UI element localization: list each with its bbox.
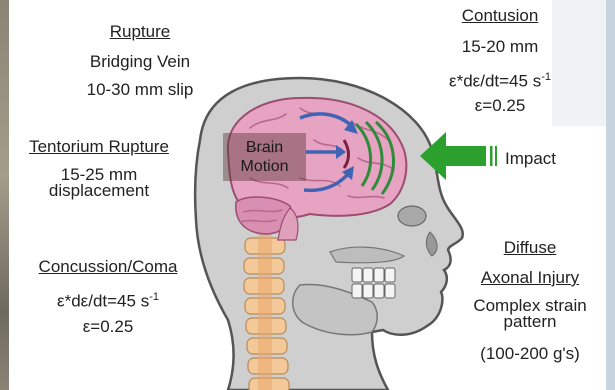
- eye-socket: [398, 206, 426, 226]
- contusion-rate-exponent: -1: [541, 71, 551, 83]
- impact-bar-1: [490, 146, 493, 166]
- rupture-line1: Bridging Vein: [60, 52, 220, 72]
- rupture-title: Rupture: [60, 22, 220, 42]
- contusion-line1: 15-20 mm: [430, 37, 570, 57]
- concussion-line1: ε*dε/dt=45 s-1: [18, 287, 198, 312]
- brain-motion-line2: Motion: [223, 157, 306, 176]
- contusion-line3: ε=0.25: [430, 96, 570, 116]
- brain-motion-box: Brain Motion: [223, 133, 306, 181]
- brain-motion-line1: Brain: [223, 138, 306, 157]
- diffuse-title-2: Axonal Injury: [455, 268, 605, 288]
- contusion-line2: ε*dε/dt=45 s-1: [430, 67, 570, 92]
- concussion-title: Concussion/Coma: [18, 257, 198, 277]
- diffuse-title-1: Diffuse: [455, 238, 605, 258]
- tentorium-title: Tentorium Rupture: [7, 137, 191, 157]
- contusion-rate: ε*dε/dt=45 s: [449, 72, 541, 91]
- impact-label: Impact: [505, 149, 575, 169]
- rupture-line2: 10-30 mm slip: [60, 80, 220, 100]
- contusion-title: Contusion: [430, 6, 570, 26]
- impact-bar-2: [495, 146, 497, 166]
- diffuse-line3: (100-200 g's): [455, 344, 605, 364]
- spinal-cord: [258, 230, 272, 390]
- concussion-rate-exponent: -1: [149, 291, 159, 303]
- tentorium-line2: displacement: [7, 183, 191, 199]
- diffuse-line2: pattern: [455, 314, 605, 330]
- concussion-rate: ε*dε/dt=45 s: [57, 292, 149, 311]
- concussion-line2: ε=0.25: [18, 317, 198, 337]
